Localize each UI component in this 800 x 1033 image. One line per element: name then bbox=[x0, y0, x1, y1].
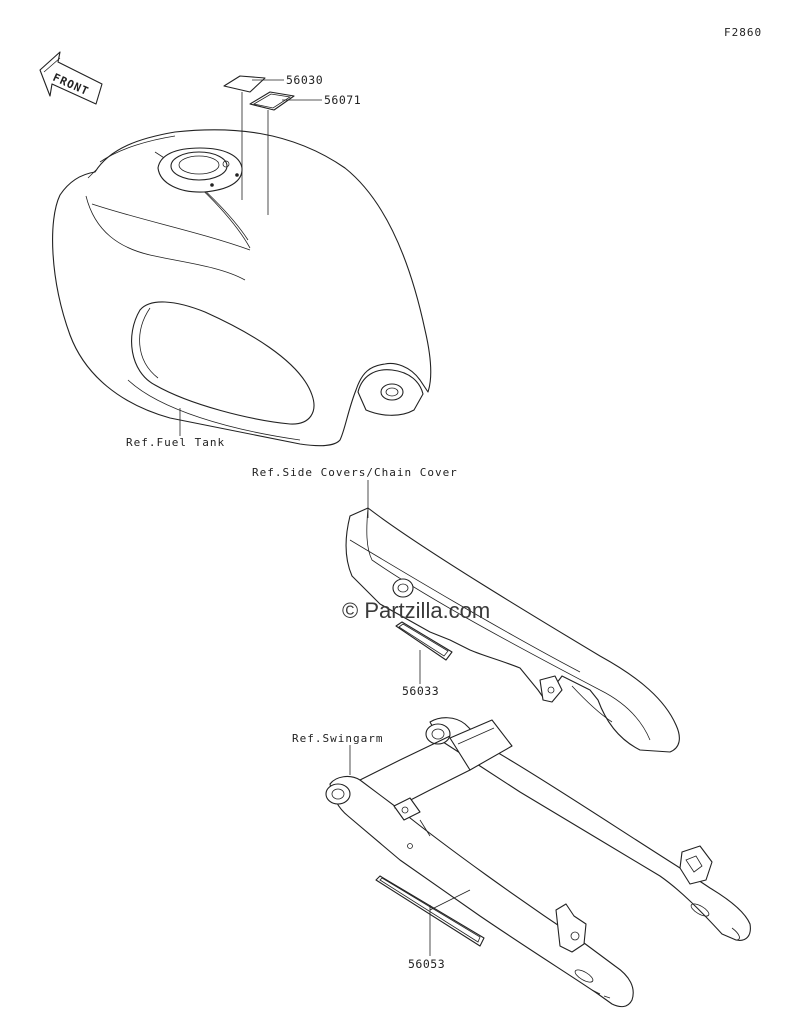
swingarm bbox=[325, 717, 751, 1008]
ref-fuel-tank-label: Ref.Fuel Tank bbox=[126, 436, 225, 449]
part-number-56033: 56033 bbox=[402, 684, 439, 698]
ref-swingarm-label: Ref.Swingarm bbox=[292, 732, 383, 745]
part-number-56071: 56071 bbox=[324, 93, 361, 107]
figure-code: F2860 bbox=[724, 26, 762, 39]
decal-56071 bbox=[249, 91, 322, 215]
watermark: © Partzilla.com bbox=[342, 598, 490, 623]
fuel-tank bbox=[52, 129, 432, 447]
part-number-56030: 56030 bbox=[286, 73, 323, 87]
part-number-56053: 56053 bbox=[408, 957, 445, 971]
decal-56053 bbox=[375, 875, 485, 956]
front-arrow-icon: FRONT bbox=[39, 51, 103, 105]
decal-56030 bbox=[223, 75, 284, 200]
decal-56033 bbox=[395, 621, 453, 684]
ref-side-covers-label: Ref.Side Covers/Chain Cover bbox=[252, 466, 458, 479]
chain-cover bbox=[345, 507, 680, 753]
